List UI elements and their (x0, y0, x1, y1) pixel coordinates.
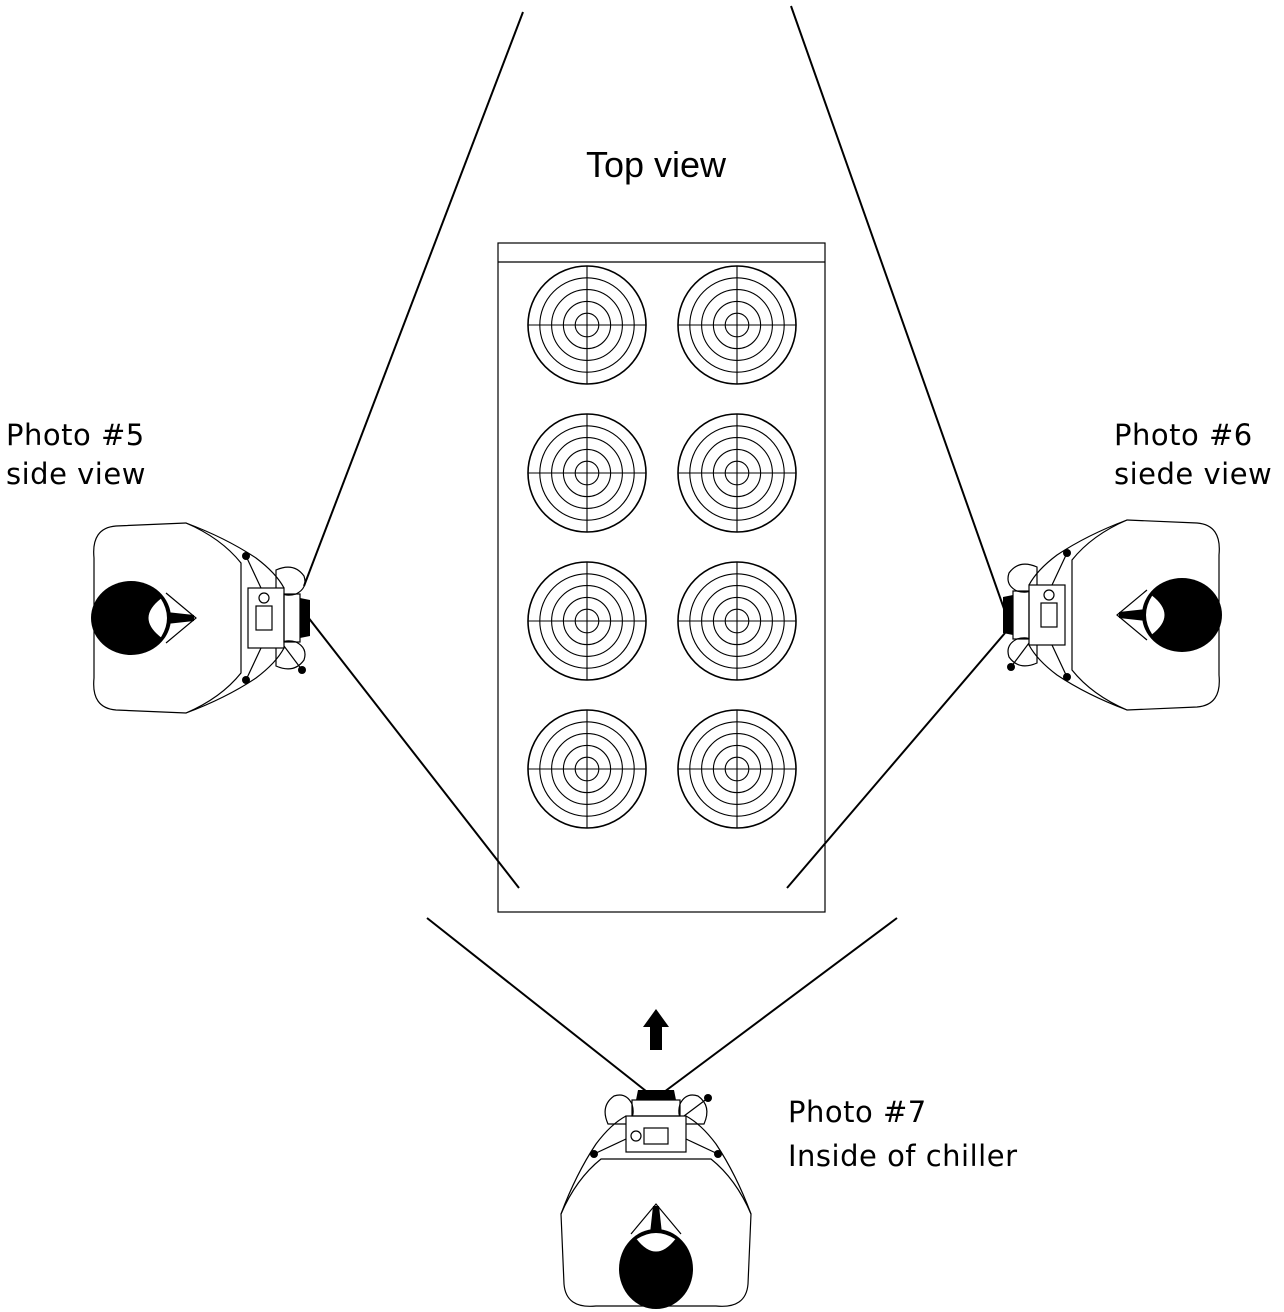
chiller-top-view (497, 242, 826, 913)
fov-line-photo6-lower (786, 632, 1006, 889)
fov-line-photo5-lower (303, 611, 520, 889)
fov-line-photo7-left (426, 917, 652, 1096)
photographer-icon (560, 1089, 752, 1310)
plate-target-icon (527, 561, 647, 681)
label-photo6-line2: siede view (1114, 457, 1272, 491)
up-arrow-icon (643, 1009, 669, 1050)
plate-target-icon (677, 265, 797, 385)
photographer-icon (1002, 519, 1223, 711)
field-of-view-lines (303, 5, 1009, 1096)
label-photo6: Photo #6 siede view (1114, 418, 1272, 491)
label-photo5-line2: side view (6, 457, 146, 491)
label-photo6-line1: Photo #6 (1114, 418, 1253, 452)
label-photo7-line1: Photo #7 (788, 1095, 927, 1129)
label-photo5: Photo #5 side view (6, 418, 146, 491)
plate-target-icon (527, 413, 647, 533)
plate-target-icon (677, 413, 797, 533)
photographer-icon (90, 522, 311, 714)
diagram-title: Top view (586, 144, 727, 185)
fov-line-photo6-upper (790, 5, 1009, 621)
fov-line-photo7-right (659, 917, 898, 1096)
label-photo7-line2: Inside of chiller (788, 1139, 1018, 1173)
fov-line-photo5-upper (303, 11, 524, 587)
label-photo5-line1: Photo #5 (6, 418, 145, 452)
plate-target-icon (527, 265, 647, 385)
chiller-outline (497, 242, 826, 913)
plate-target-icon (677, 709, 797, 829)
plate-target-icon (677, 561, 797, 681)
plate-target-icon (527, 709, 647, 829)
label-photo7: Photo #7 Inside of chiller (788, 1095, 1018, 1173)
